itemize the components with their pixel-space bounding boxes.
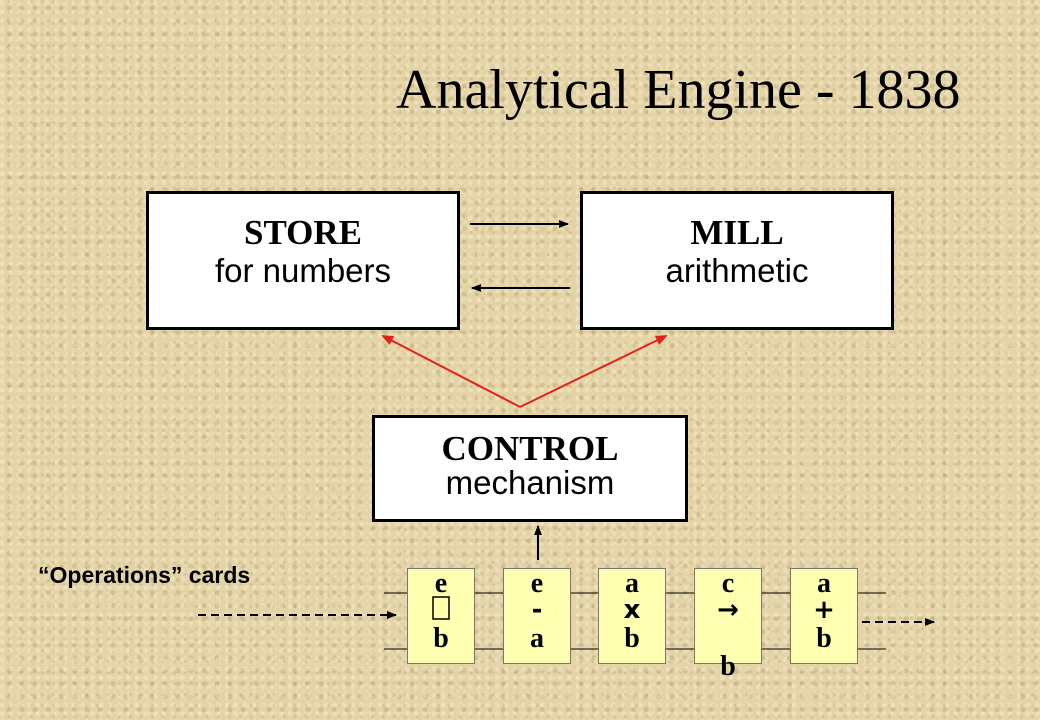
card-top-symbol: a <box>817 568 831 599</box>
card-bottom-symbol: b <box>433 623 449 654</box>
card-operator-symbol: x <box>623 595 641 625</box>
card-bottom-symbol: b <box>816 623 832 654</box>
operations-cards-label: “Operations” cards <box>38 562 251 588</box>
card-operator-symbol <box>408 596 474 626</box>
card-bottom-symbol: b <box>720 651 736 682</box>
mill-box: MILL arithmetic <box>580 191 894 330</box>
control-to-mill-arrow <box>519 335 668 408</box>
card-top-symbol: a <box>625 568 639 599</box>
card-bottom-symbol: a <box>530 623 544 654</box>
slide-title: Analytical Engine - 1838 <box>396 59 961 121</box>
mill-heading: MILL <box>690 213 784 252</box>
card-top-symbol: e <box>434 568 448 599</box>
card-top-symbol: e <box>530 568 544 599</box>
operation-card: e b <box>407 568 475 664</box>
control-box: CONTROL mechanism <box>372 415 688 522</box>
store-subtitle: for numbers <box>214 252 392 289</box>
card-operator-symbol: + <box>813 595 835 625</box>
control-subtitle: mechanism <box>445 464 615 501</box>
operation-card: a + b <box>790 568 858 664</box>
operation-card: a x b <box>598 568 666 664</box>
operation-card: c → b <box>694 568 762 681</box>
card-bottom-symbol: b <box>624 623 640 654</box>
unknown-glyph-icon <box>432 596 450 620</box>
control-heading: CONTROL <box>441 429 619 468</box>
card-operator-symbol: → <box>717 595 739 625</box>
store-heading: STORE <box>243 213 363 252</box>
mill-subtitle: arithmetic <box>665 252 809 289</box>
operation-card: e - a <box>503 568 571 664</box>
control-to-store-arrow <box>381 335 521 408</box>
store-box: STORE for numbers <box>146 191 460 330</box>
card-top-symbol: c <box>721 568 735 599</box>
card-operator-symbol: - <box>531 595 543 625</box>
